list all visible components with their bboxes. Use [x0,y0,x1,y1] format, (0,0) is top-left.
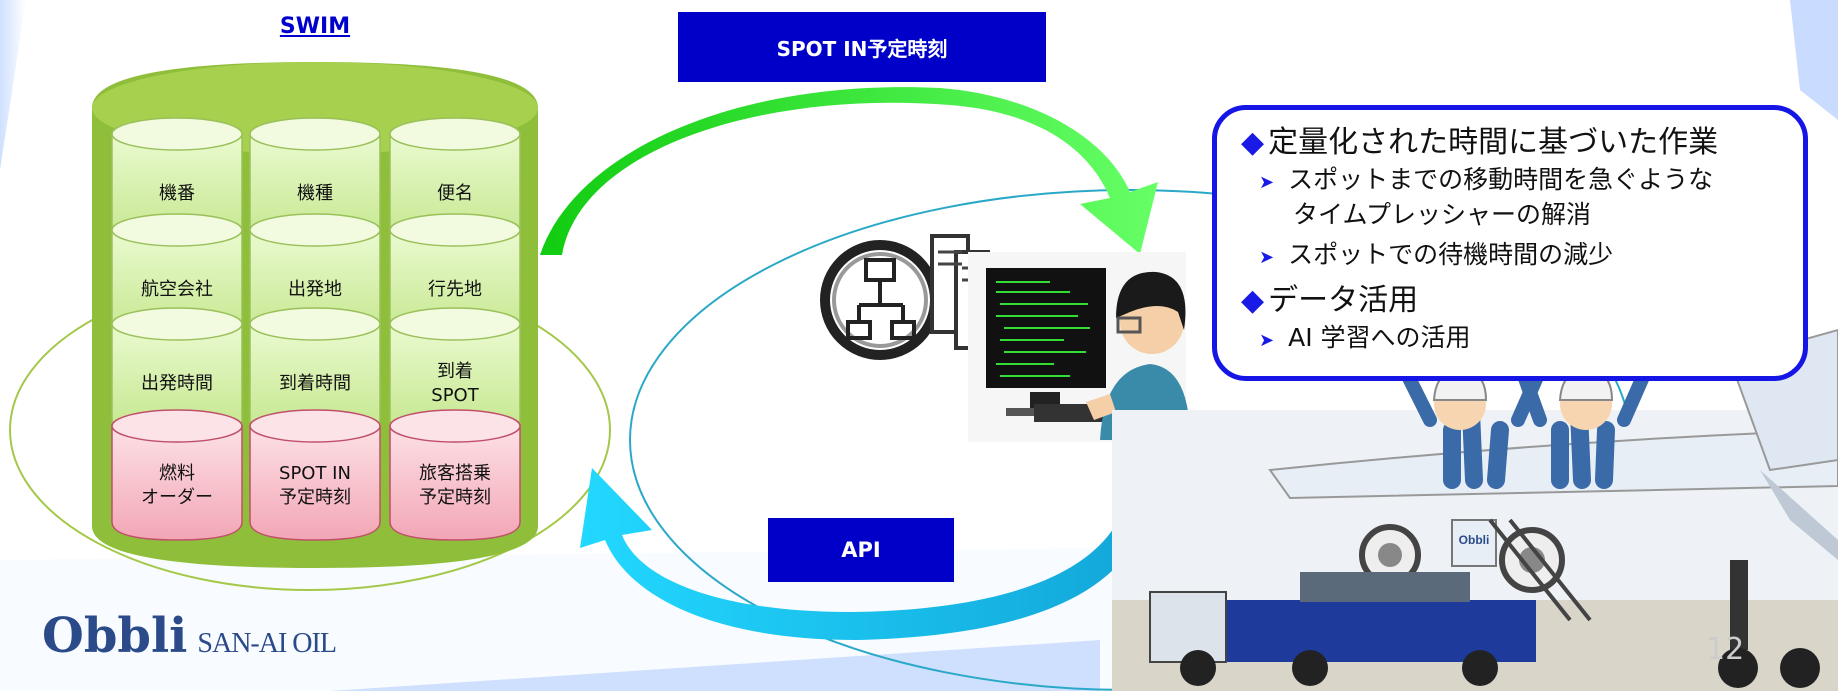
swim-field: 到着時間 [279,373,351,394]
arrow-cyan [580,466,1151,640]
callout-item: ➤ スポットまでの移動時間を急ぐような タイムプレッシャーの解消 [1241,164,1779,231]
cylinder-cells [111,117,521,541]
cylinder-cell-top [389,117,521,151]
network-server-icon [820,234,990,360]
cylinder-cell-top [111,213,243,247]
spot-in-label: SPOT IN予定時刻 [678,12,1046,82]
cylinder-cell-body [111,425,243,541]
airport-illustration: Obbli [1112,328,1838,691]
cylinder-cell-top [249,117,381,151]
swim-field: 機番 [159,183,195,204]
cylinder-cell-top [249,213,381,247]
arrow-bullet-icon: ➤ [1259,330,1275,351]
callout-list-2: ➤ AI 学習への活用 [1241,322,1779,357]
cylinder-cell-top [111,307,243,341]
cylinder-cell-top [111,409,243,443]
logo-main-text: Obbli [42,608,188,664]
callout-item-text: スポットまでの移動時間を急ぐような タイムプレッシャーの解消 [1288,165,1714,229]
cylinder-cell-body [249,425,381,541]
swim-field: 出発時間 [141,373,213,394]
callout-item-text: スポットでの待機時間の減少 [1288,240,1614,269]
api-label: API [768,518,954,582]
cylinder-cell-top [389,307,521,341]
swim-title: SWIM [279,14,351,39]
swim-field: 便名 [437,183,473,204]
obbli-logo: Obbli SAN-AI OIL [42,608,337,668]
swim-field: 行先地 [428,279,482,300]
cylinder-cell-body [389,425,521,541]
callout-heading-1: ◆定量化された時間に基づいた作業 [1241,125,1719,160]
cylinder-cell-top [389,409,521,443]
diamond-bullet-icon: ◆ [1241,125,1265,160]
callout-list-1: ➤ スポットまでの移動時間を急ぐような タイムプレッシャーの解消 ➤ スポットでの待機… [1241,164,1779,274]
arrow-bullet-icon: ➤ [1259,247,1275,268]
callout-heading-2: ◆データ活用 [1241,283,1419,318]
cylinder-cell-top [111,117,243,151]
swim-field-pink: 旅客搭乗 予定時刻 [419,463,491,508]
page-number: 12 [1706,632,1745,667]
cylinder-cell-top [249,307,381,341]
diamond-bullet-icon: ◆ [1241,283,1265,318]
cylinder-cell-top [249,409,381,443]
truck-logo-text: Obbli [1459,533,1490,547]
swim-field: 出発地 [288,279,342,300]
swim-field: 到着 SPOT [431,361,479,406]
arrow-green [540,87,1158,255]
swim-field-pink: SPOT IN 予定時刻 [279,463,351,508]
cylinder-cell-top [389,213,521,247]
callout-item: ➤ スポットでの待機時間の減少 [1241,239,1779,274]
swim-field: 機種 [297,183,333,204]
callout-item: ➤ AI 学習への活用 [1241,322,1779,357]
swim-field: 航空会社 [141,279,213,300]
benefits-callout: ◆定量化された時間に基づいた作業 ➤ スポットまでの移動時間を急ぐような タイムプ… [1212,105,1808,381]
swim-field-pink: 燃料 オーダー [141,463,213,508]
logo-sub-text: SAN-AI OIL [197,628,337,659]
arrow-bullet-icon: ➤ [1259,172,1275,193]
callout-item-text: AI 学習への活用 [1288,323,1471,352]
